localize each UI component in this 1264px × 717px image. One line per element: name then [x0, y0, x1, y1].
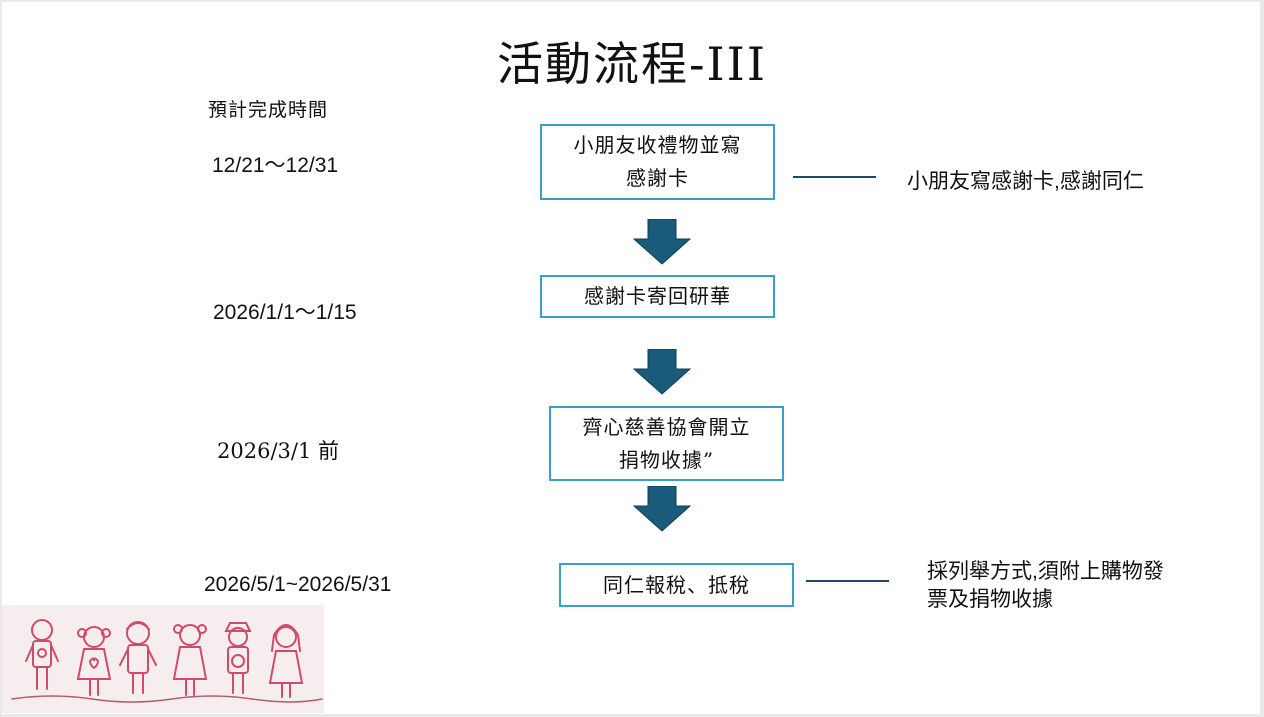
step-3-line-1: 齊心慈善協會開立 [582, 414, 751, 439]
down-arrow-icon [633, 219, 691, 265]
connector-line-2 [806, 580, 889, 582]
step-box-1: 小朋友收禮物並寫 感謝卡 [540, 124, 775, 200]
step-3-line-2: 捐物收據” [618, 447, 715, 472]
note-2-line-2: 票及捐物收據 [927, 588, 1053, 611]
note-2: 採列舉方式,須附上購物發 票及捐物收據 [927, 558, 1164, 614]
step-box-3: 齊心慈善協會開立 捐物收據” [549, 406, 784, 481]
step-1-line-1: 小朋友收禮物並寫 [573, 133, 742, 157]
date-step-2: 2026/1/1～1/15 [213, 301, 357, 324]
step-4-line-1: 同仁報稅、抵稅 [603, 572, 750, 597]
step-box-4: 同仁報稅、抵稅 [559, 563, 794, 607]
page-title: 活動流程-III [496, 37, 768, 91]
date-step-1: 12/21～12/31 [212, 154, 339, 177]
date-step-3: 2026/3/1 前 [217, 439, 339, 463]
note-1-line-1: 小朋友寫感謝卡,感謝同仁 [907, 170, 1144, 193]
note-1: 小朋友寫感謝卡,感謝同仁 [907, 165, 1144, 195]
down-arrow-icon [633, 486, 691, 532]
timeline-header: 預計完成時間 [208, 99, 329, 121]
connector-line-1 [793, 176, 876, 178]
note-2-line-1: 採列舉方式,須附上購物發 [927, 560, 1164, 583]
children-drawing-icon [2, 605, 324, 713]
step-2-line-1: 感謝卡寄回研華 [584, 284, 731, 308]
step-1-line-2: 感謝卡 [626, 166, 689, 190]
down-arrow-icon [633, 349, 691, 395]
step-box-2: 感謝卡寄回研華 [540, 275, 775, 318]
date-step-4: 2026/5/1~2026/5/31 [204, 573, 392, 596]
